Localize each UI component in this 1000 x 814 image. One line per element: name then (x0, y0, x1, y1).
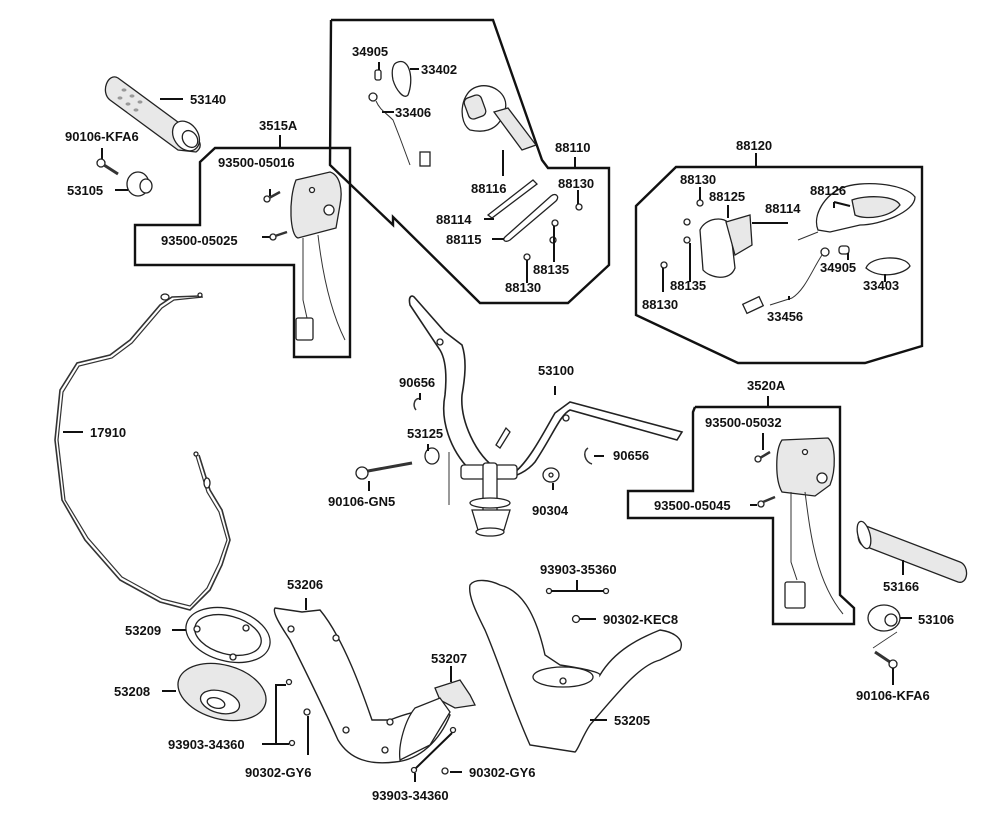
label-53205[interactable]: 53205 (614, 713, 650, 728)
label-88130-top-a[interactable]: 88130 (558, 176, 594, 191)
right-switch-part (750, 433, 844, 615)
label-93903-35360[interactable]: 93903-35360 (540, 562, 617, 577)
label-53105[interactable]: 53105 (67, 183, 103, 198)
label-88130-right-b[interactable]: 88130 (642, 297, 678, 312)
handlebar-part (408, 295, 684, 537)
label-90302-gy6-bottom[interactable]: 90302-GY6 (469, 765, 536, 780)
right-bolt-part (874, 650, 898, 685)
label-90106-kfa6-right[interactable]: 90106-KFA6 (856, 688, 930, 703)
label-93500-05025[interactable]: 93500-05025 (161, 233, 238, 248)
label-88110[interactable]: 88110 (555, 140, 590, 155)
label-90656-right[interactable]: 90656 (613, 448, 649, 463)
label-34905-right[interactable]: 34905 (820, 260, 856, 275)
label-90302-kec8[interactable]: 90302-KEC8 (603, 612, 678, 627)
right-mirror-group-box (634, 153, 924, 365)
left-switch-group-box (133, 135, 352, 359)
right-mirror-parts (660, 183, 916, 315)
label-90302-gy6-left[interactable]: 90302-GY6 (245, 765, 312, 780)
label-93500-05045[interactable]: 93500-05045 (654, 498, 731, 513)
cover-lens-part (162, 662, 267, 722)
label-88125[interactable]: 88125 (709, 189, 745, 204)
throttle-cable-part (54, 292, 231, 611)
top-mirror-group-box (328, 18, 611, 305)
rear-cover-screws (262, 678, 462, 782)
label-88135-top[interactable]: 88135 (533, 262, 569, 277)
left-weight-part (115, 171, 153, 197)
label-90106-gn5[interactable]: 90106-GN5 (328, 494, 395, 509)
left-switch-part (262, 171, 346, 341)
label-53106[interactable]: 53106 (918, 612, 954, 627)
right-switch-group-box (626, 396, 856, 626)
label-53208[interactable]: 53208 (114, 684, 150, 699)
label-90106-kfa6-left[interactable]: 90106-KFA6 (65, 129, 139, 144)
front-cover-part (468, 579, 682, 753)
center-fasteners (355, 393, 604, 505)
label-17910[interactable]: 17910 (90, 425, 126, 440)
label-93500-05032[interactable]: 93500-05032 (705, 415, 782, 430)
left-bolt-part (96, 148, 119, 176)
label-34905-top[interactable]: 34905 (352, 44, 388, 59)
label-53100[interactable]: 53100 (538, 363, 574, 378)
label-53166[interactable]: 53166 (883, 579, 919, 594)
label-88126[interactable]: 88126 (810, 183, 846, 198)
label-88135-right[interactable]: 88135 (670, 278, 706, 293)
label-53209[interactable]: 53209 (125, 623, 161, 638)
label-33402[interactable]: 33402 (421, 62, 457, 77)
label-90304[interactable]: 90304 (532, 503, 569, 518)
label-93500-05016[interactable]: 93500-05016 (218, 155, 295, 170)
top-mirror-parts (368, 61, 583, 283)
label-33403[interactable]: 33403 (863, 278, 899, 293)
front-cover-screws (545, 580, 610, 624)
label-93903-34360-bottom[interactable]: 93903-34360 (372, 788, 449, 803)
label-88115[interactable]: 88115 (446, 232, 481, 247)
label-53207[interactable]: 53207 (431, 651, 467, 666)
label-88114-right[interactable]: 88114 (765, 201, 801, 216)
cover-ring-part (172, 606, 271, 664)
label-53140[interactable]: 53140 (190, 92, 226, 107)
part-labels: 53140 90106-KFA6 53105 3515A 93500-05016… (65, 44, 954, 803)
label-53206[interactable]: 53206 (287, 577, 323, 592)
label-93903-34360-left[interactable]: 93903-34360 (168, 737, 245, 752)
label-88116[interactable]: 88116 (471, 181, 506, 196)
label-33456[interactable]: 33456 (767, 309, 803, 324)
label-90656-left[interactable]: 90656 (399, 375, 435, 390)
label-88130-right-a[interactable]: 88130 (680, 172, 716, 187)
label-3515A[interactable]: 3515A (259, 118, 298, 133)
left-grip-part (104, 76, 201, 153)
label-88130-top-b[interactable]: 88130 (505, 280, 541, 295)
side-cover-part (399, 666, 476, 761)
label-88120[interactable]: 88120 (736, 138, 772, 153)
label-33406[interactable]: 33406 (395, 105, 431, 120)
right-weight-part (867, 604, 912, 649)
right-grip-part (856, 520, 968, 583)
label-3520A[interactable]: 3520A (747, 378, 786, 393)
label-88114-top[interactable]: 88114 (436, 212, 472, 227)
label-53125[interactable]: 53125 (407, 426, 443, 441)
